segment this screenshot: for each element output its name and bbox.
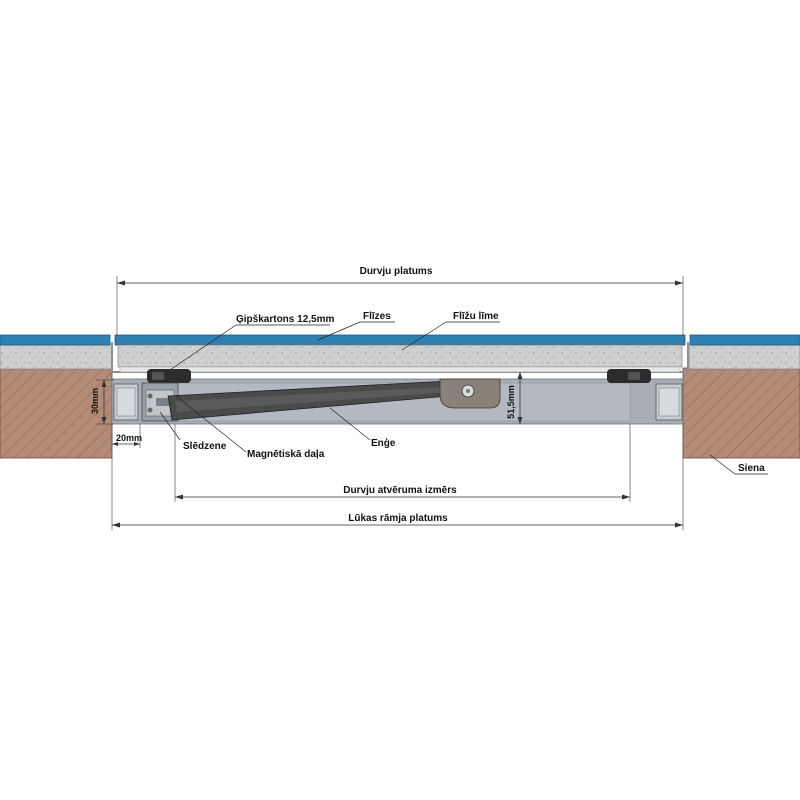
door-tile [114,334,686,346]
label-opening-size: Durvju atvēruma izmērs [343,485,457,496]
label-tiles: Flīzes [363,311,391,322]
label-tile-adhesive: Flīžu līme [453,311,499,322]
tile-left [0,334,111,346]
label-hinge: Enģe [371,436,396,449]
pad-left [147,369,191,383]
label-wall: Siena [738,463,765,474]
door-adhesive [117,344,683,368]
label-lock: Slēdzene [183,441,227,452]
tile-right [689,334,800,346]
label-depth: 30mm [90,388,100,414]
label-frame-width: Lūkas rāmja platums [348,513,448,524]
wall-right [682,367,800,459]
adhesive-layer-right [688,344,800,370]
door-drywall [119,366,681,373]
label-door-width: Durvju platums [360,266,433,277]
label-drywall: Ģipškartons 12,5mm [236,314,334,325]
label-edge: 20mm [116,433,142,443]
label-frame-height: 51,5mm [506,385,516,419]
wall-left [0,367,113,459]
pad-right [607,369,651,383]
label-magnet: Magnētiskā daļa [247,449,325,460]
adhesive-layer-left [0,344,113,370]
